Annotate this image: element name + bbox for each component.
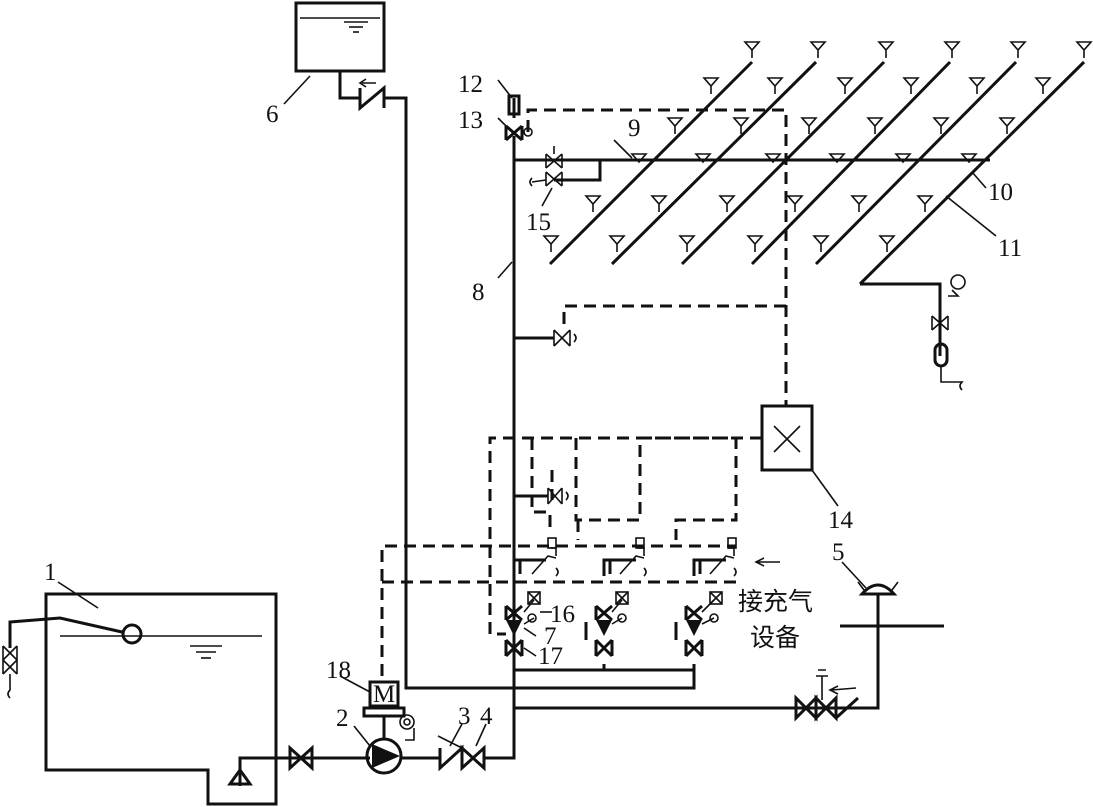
label-9: 9	[628, 115, 641, 142]
annotation-line-2: 设备	[750, 623, 800, 652]
pump-line: M	[288, 680, 516, 775]
label-15: 15	[526, 209, 551, 236]
label-1: 1	[44, 559, 57, 586]
motor-symbol: M	[373, 681, 395, 708]
label-13: 13	[458, 107, 483, 134]
water-pool	[2, 592, 370, 806]
detection-lines	[380, 108, 788, 676]
label-5: 5	[832, 539, 845, 566]
label-12: 12	[458, 71, 483, 98]
annotation-line-1: 接充气	[738, 587, 813, 616]
label-7: 7	[544, 623, 557, 650]
riser-side-valve	[514, 329, 577, 505]
riser-pipe	[512, 136, 944, 722]
label-18: 18	[326, 657, 351, 684]
label-4: 4	[480, 703, 493, 730]
leader-lines	[57, 75, 867, 747]
label-3: 3	[458, 703, 471, 730]
high-water-tank	[294, 1, 514, 690]
label-14: 14	[828, 507, 854, 534]
alarm-valve-groups	[504, 537, 780, 690]
fire-controller-14	[760, 404, 839, 507]
label-16: 16	[550, 601, 575, 628]
sprinkler-network	[504, 41, 1093, 391]
label-10: 10	[988, 179, 1013, 206]
label-6: 6	[266, 101, 279, 128]
label-17: 17	[538, 643, 563, 670]
label-11: 11	[998, 235, 1022, 262]
label-2: 2	[336, 705, 349, 732]
label-8: 8	[472, 279, 485, 306]
labels: 1 2 3 4 5 6 7 8 9 10 11 12 13 14 15 16 1…	[44, 71, 1022, 732]
